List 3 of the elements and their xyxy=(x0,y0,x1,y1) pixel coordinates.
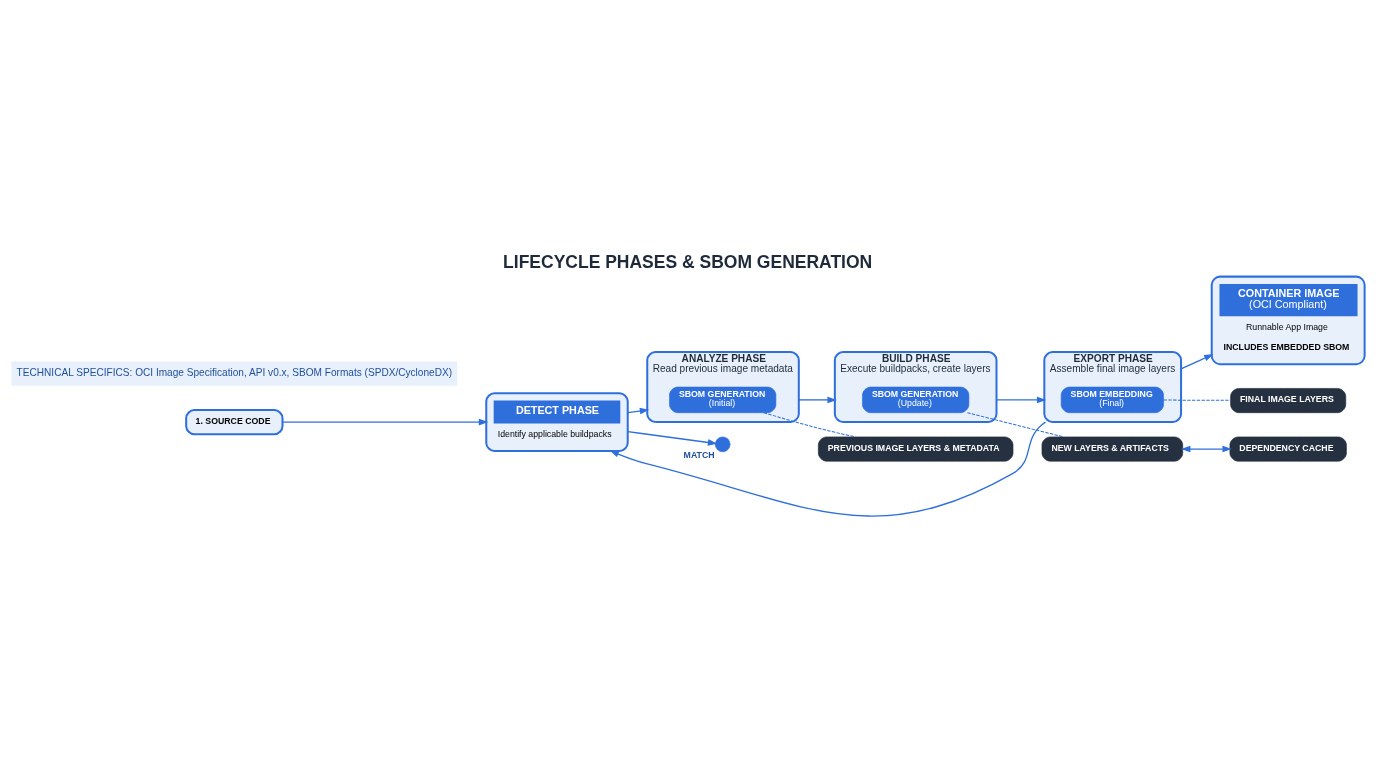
node-label: MATCH xyxy=(683,450,715,461)
label: TECHNICAL SPECIFICS: OCI Image Specification, API v0.x, SBOM Formats (SPDX/CycloneDX) xyxy=(16,366,453,378)
diagram-title: LIFECYCLE PHASES & SBOM GENERATION xyxy=(503,251,873,272)
